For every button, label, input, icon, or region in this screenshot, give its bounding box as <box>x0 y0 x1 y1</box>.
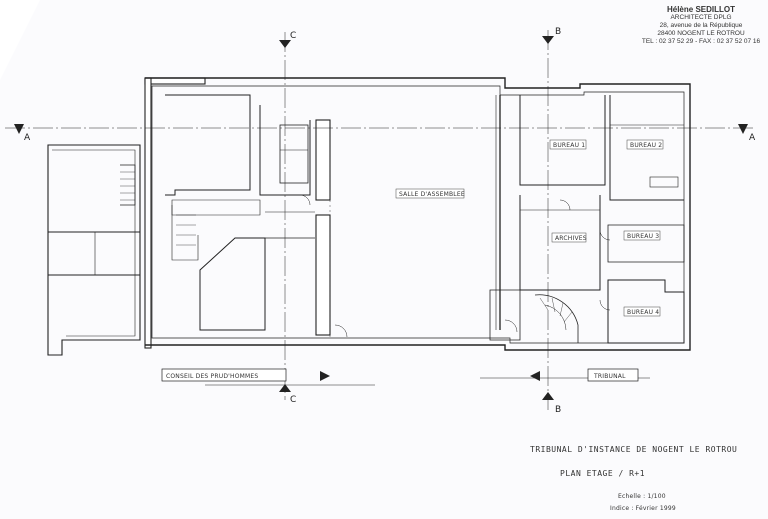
room-label-bureau-1: BUREAU 1 <box>553 142 585 149</box>
label-box <box>549 139 587 150</box>
room-label-salle-assemblee: SALLE D'ASSEMBLEE <box>399 191 465 198</box>
section-mark-c-top: C <box>290 31 297 41</box>
room-outline <box>489 289 521 341</box>
wall-segment <box>144 77 152 349</box>
room-outline <box>607 279 685 344</box>
label-box <box>395 188 465 199</box>
architect-city: 28400 NOGENT LE ROTROU <box>657 30 745 37</box>
section-arrow-icon <box>279 40 291 48</box>
label-box <box>623 306 661 317</box>
section-arrow-icon <box>14 124 24 134</box>
room-outline <box>609 95 684 201</box>
caption-conseil-prudhommes: CONSEIL DES PRUD'HOMMES <box>166 373 258 380</box>
staircase-left <box>120 164 136 206</box>
structural-wall <box>315 119 331 201</box>
section-mark-a-left: A <box>24 133 31 143</box>
room-outline <box>519 95 606 186</box>
section-arrow-icon <box>320 371 330 381</box>
main-outer-wall <box>145 77 691 351</box>
architect-stamp: Hélène SEDILLOT ARCHITECTE DPLG 28, aven… <box>640 6 762 46</box>
main-inner-wall <box>151 85 685 344</box>
section-arrow-icon <box>542 392 554 400</box>
caption-tribunal: TRIBUNAL <box>593 373 626 380</box>
date-text: Indice : Février 1999 <box>610 505 676 512</box>
left-annex-inner-wall <box>52 149 136 337</box>
room-outline <box>199 237 266 331</box>
architect-name: Hélène SEDILLOT <box>666 5 735 14</box>
section-arrow-icon <box>738 124 748 134</box>
label-box <box>626 139 664 150</box>
section-mark-a-right: A <box>749 133 756 143</box>
left-annex-outline <box>47 144 141 356</box>
spiral-staircase <box>534 294 579 343</box>
section-arrow-icon <box>279 384 291 392</box>
label-box <box>623 230 661 241</box>
staircase-center <box>171 205 199 261</box>
room-label-bureau-3: BUREAU 3 <box>627 233 659 240</box>
room-outline <box>519 195 601 291</box>
room-outline <box>607 224 685 263</box>
room-label-archives: ARCHIVES <box>555 235 587 242</box>
caption-box <box>587 368 639 382</box>
architect-street: 28, avenue de la République <box>659 22 743 29</box>
section-mark-c-bottom: C <box>290 395 297 405</box>
corridor <box>171 199 261 216</box>
section-mark-b-top: B <box>555 27 562 37</box>
architect-phone: TEL : 02 37 52 29 - FAX : 02 37 52 07 16 <box>641 38 761 45</box>
drawing-title: TRIBUNAL D'INSTANCE DE NOGENT LE ROTROU <box>530 445 737 454</box>
section-arrow-icon <box>542 36 554 44</box>
scale-text: Echelle : 1/100 <box>618 493 666 500</box>
folded-paper-corner <box>0 0 40 80</box>
structural-wall <box>315 214 331 336</box>
room-label-bureau-4: BUREAU 4 <box>627 309 659 316</box>
room-outline <box>165 94 251 196</box>
window-bench <box>649 176 679 188</box>
architect-profession: ARCHITECTE DPLG <box>670 14 732 21</box>
section-arrow-icon <box>530 371 540 381</box>
label-box <box>551 232 587 243</box>
caption-box <box>161 368 287 382</box>
wall-segment <box>144 77 206 85</box>
wc-block <box>279 124 309 184</box>
room-label-bureau-2: BUREAU 2 <box>630 142 662 149</box>
plan-name: PLAN ETAGE / R+1 <box>560 469 645 478</box>
section-mark-b-bottom: B <box>555 405 562 415</box>
